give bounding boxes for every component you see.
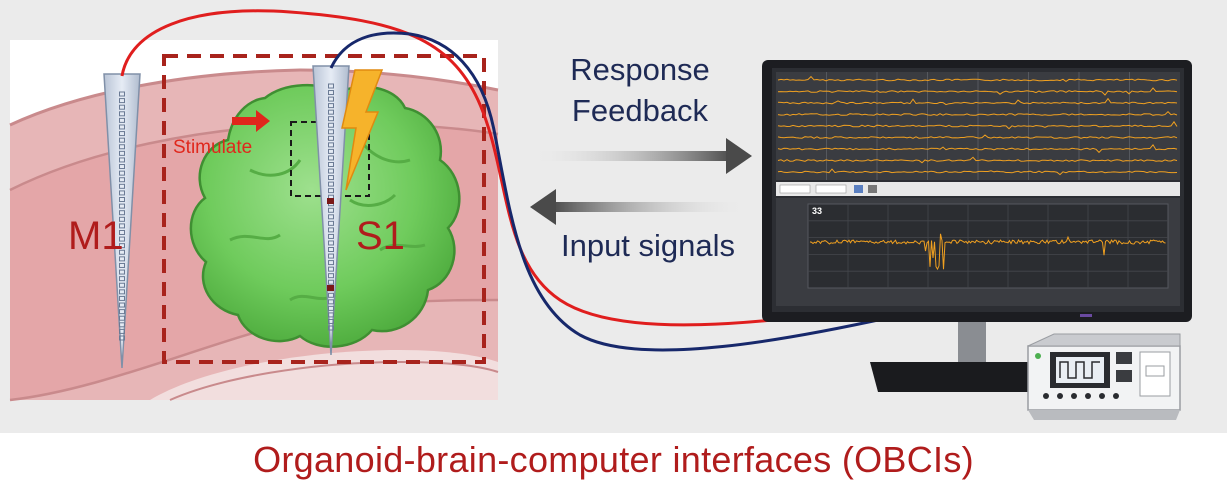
channel-number: 33 <box>812 206 822 216</box>
amplifier-device <box>1027 333 1181 420</box>
lightning-icon <box>341 69 384 191</box>
diagram-graphics: 33 <box>9 9 1192 420</box>
blue-wire <box>329 31 911 352</box>
red-wire <box>120 9 911 327</box>
stimulate-label: Stimulate <box>173 137 253 158</box>
input-signals-label: Input signals <box>560 228 736 263</box>
input-arrow <box>530 189 747 225</box>
s1-region-dashed-box <box>162 54 486 364</box>
output-arrow <box>532 138 752 174</box>
stimulate-arrow-icon <box>232 110 270 132</box>
region-label-m1: M1 <box>68 214 124 258</box>
feedback-label: Feedback <box>571 93 709 128</box>
monitor: 33 <box>762 60 1192 392</box>
diagram-title: Organoid-brain-computer interfaces (OBCI… <box>253 439 974 480</box>
response-label: Response <box>570 52 710 87</box>
region-label-s1: S1 <box>356 214 405 258</box>
